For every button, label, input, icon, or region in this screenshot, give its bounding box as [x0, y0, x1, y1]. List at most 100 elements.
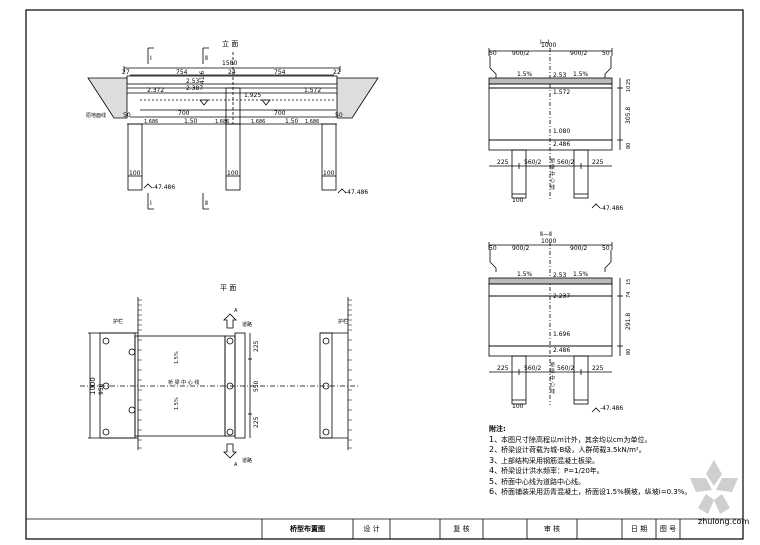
section-2-h3: 291.8 [625, 313, 632, 330]
plan-hatch [138, 299, 352, 449]
section-2-edge-l: 50 [489, 245, 497, 252]
section-2-edge-r: 50 [602, 245, 610, 252]
elevation-bottom-right: -47.486 [345, 189, 368, 196]
elevation-span-right: 700 [274, 110, 286, 117]
date-label: 日 期 [630, 525, 648, 533]
section-1-pile: 100 [512, 197, 524, 204]
elevation-h1: 1.686 [144, 119, 158, 125]
section-2-half-l: 900/2 [512, 245, 529, 252]
sheet-label: 图 号 [659, 525, 677, 533]
section-2-total: 1000 [541, 238, 556, 245]
drawing-name: 桥型布置图 [290, 525, 325, 533]
elevation-h3: 1.686 [251, 119, 265, 125]
section-1-edge-l: 50 [489, 50, 497, 57]
design-label: 设 计 [363, 525, 380, 533]
section-1-bot-mr: 560/2 [557, 159, 574, 166]
elevation-center-gap: 24 [228, 69, 236, 76]
elevation-elev-top: 2.53 [186, 78, 200, 85]
section-2-slope-r: 1.5% [573, 271, 589, 278]
elevation-span-left: 700 [178, 110, 190, 117]
notes-item: 3、上部结构采用钢筋混凝土板梁。 [489, 456, 739, 467]
section-2-h2: 74 [626, 292, 632, 298]
notes-item-text: 桥梁设计荷载为城-B级，人群荷载3.5kN/m²。 [501, 446, 646, 454]
watermark-logo: zhulong.com [676, 456, 752, 526]
section-1-center-text: 桥 梁 中 心 线 [549, 157, 555, 189]
section-1-title: Ⅰ—Ⅰ [540, 39, 550, 46]
section-1-bot-l: 225 [497, 159, 509, 166]
notes-title: 附注: [489, 425, 506, 433]
section-2-elev-2: 2.237 [553, 293, 570, 300]
notes-item-text: 桥面中心线为道路中心线。 [501, 477, 585, 486]
notes-item: 5、桥面中心线为道路中心线。 [489, 477, 739, 488]
section-2-center-text: 桥 梁 中 心 线 [549, 361, 555, 393]
title-block-grid [26, 518, 743, 539]
watermark-text: zhulong.com [698, 517, 749, 526]
section-1-half-r: 900/2 [570, 50, 587, 57]
section-2-bottom: -47.486 [600, 405, 623, 412]
notes-item-text: 桥面铺装采用沥青混凝土，桥面设1.5%横坡，纵坡i=0.3%。 [501, 488, 692, 496]
plan-label-road-top: 道路 [242, 321, 252, 328]
plan-arrow-top: A [234, 308, 238, 314]
section-1-h3: 305.8 [625, 107, 632, 124]
section-2-elev-4: 2.486 [553, 347, 570, 354]
elevation-embed-right: 50 [335, 112, 343, 119]
plan-w-bot: 225 [253, 416, 260, 428]
elevation-side-left: 27 [122, 69, 130, 76]
elevation-pile-left: 100 [129, 170, 141, 177]
sheet-border [25, 9, 744, 540]
elevation-label-fill: 原地面线 [86, 112, 106, 119]
plan-width: 1000 [89, 377, 97, 395]
elevation-elev-right: 1.572 [304, 87, 321, 94]
notes-item-number: 6、 [489, 487, 503, 496]
elevation-mark-top-l: Ⅰ [150, 55, 152, 62]
section-2-h1: 15 [626, 279, 632, 285]
section-1-h2: 10 [626, 86, 632, 92]
plan-w-top: 225 [253, 340, 260, 352]
section-1-view [488, 48, 623, 209]
section-2-half-r: 900/2 [570, 245, 587, 252]
elevation-bottom-left: -47.486 [152, 184, 175, 191]
notes-item-text: 本图尺寸除高程以m计外，其余均以cm为单位。 [501, 435, 652, 444]
plan-w-mid: 550 [253, 380, 260, 392]
section-2-slope-l: 1.5% [517, 271, 533, 278]
notes-item-number: 3、 [489, 455, 503, 465]
elevation-deck-left: 754 [176, 69, 188, 76]
notes-item: 2、桥梁设计荷载为城-B级，人群荷载3.5kN/m²。 [489, 445, 739, 456]
notes-item: 4、桥梁设计洪水频率：P=1/20年。 [489, 466, 739, 477]
section-1-edge-r: 50 [602, 50, 610, 57]
plan-title: 平 面 [220, 284, 236, 292]
section-2-elev-3: 1.696 [553, 331, 570, 338]
section-1-elev-2: 1.572 [553, 89, 570, 96]
section-1-bot-ml: 560/2 [524, 159, 541, 166]
elevation-mark-bot-l: Ⅰ [150, 200, 152, 207]
section-1-elev-3: 1.080 [553, 128, 570, 135]
section-1-slope-l: 1.5% [517, 71, 533, 78]
section-2-elev-top: 2.53 [553, 272, 567, 279]
section-1-half-l: 900/2 [512, 50, 529, 57]
elevation-h2: 1.686 [215, 119, 229, 125]
elevation-pile-right: 100 [323, 170, 335, 177]
notes-item-number: 1、 [489, 434, 503, 444]
elevation-mark-bot-r: Ⅱ [205, 200, 208, 207]
notes-item-text: 桥梁设计洪水频率：P=1/20年。 [501, 467, 604, 475]
section-1-h1: 25 [626, 79, 632, 85]
section-2-bot-mr: 560/2 [557, 365, 574, 372]
check-label: 复 核 [453, 525, 470, 533]
plan-center-text: 桥 梁 中 心 线 [168, 379, 199, 386]
elevation-elev-3: 2.372 [147, 87, 164, 94]
elevation-labels: 立 面 1580 27 22 754 754 24 2.53 2.387 2.3… [86, 39, 368, 207]
elevation-view [87, 47, 379, 210]
elevation-deck-right: 754 [274, 69, 286, 76]
plan-label-left: 护栏 [113, 318, 123, 325]
elevation-total-width: 1580 [222, 60, 237, 67]
section-2-bot-r: 225 [592, 365, 604, 372]
review-label: 审 核 [543, 525, 561, 533]
notes-item-number: 5、 [489, 476, 503, 486]
section-1-bottom: -47.486 [600, 205, 623, 212]
plan-slope-2: 1.5% [174, 397, 180, 410]
section-2-title: Ⅱ—Ⅱ [540, 231, 552, 238]
elevation-mark-top-r: Ⅱ [205, 55, 208, 62]
section-2-labels: Ⅱ—Ⅱ 1000 900/2 900/2 50 50 1.5% 1.5% 2.5… [489, 231, 632, 412]
elevation-slope-right: 1.50 [285, 118, 299, 125]
